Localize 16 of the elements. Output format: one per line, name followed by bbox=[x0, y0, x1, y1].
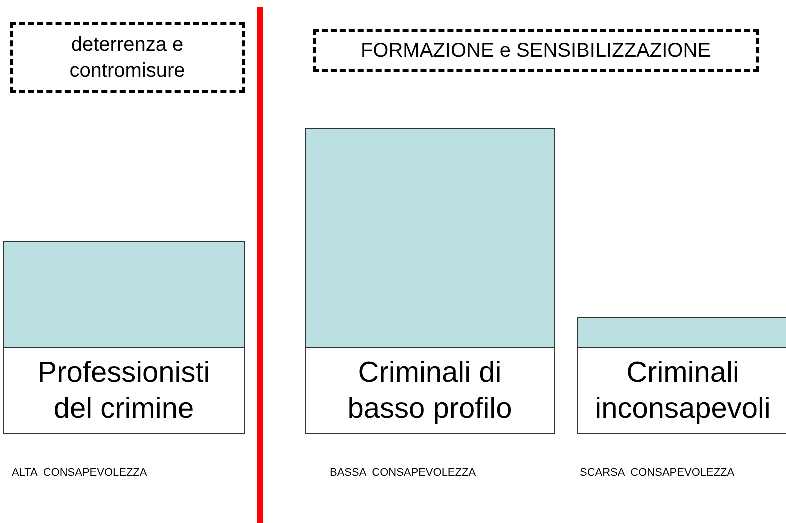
dashed-box bbox=[313, 29, 759, 72]
category-box bbox=[577, 347, 786, 434]
bar bbox=[305, 128, 555, 348]
category-text: Criminali di basso profilo bbox=[346, 356, 514, 426]
category-box bbox=[305, 347, 555, 434]
awareness-label: BASSA CONSAPEVOLEZZA bbox=[330, 466, 476, 480]
box-text: deterrenza e contromisure bbox=[68, 32, 186, 84]
bar bbox=[3, 241, 245, 348]
box-text: FORMAZIONE e SENSIBILIZZAZIONE bbox=[360, 38, 712, 64]
category-text: Professionisti del crimine bbox=[36, 356, 212, 426]
awareness-label: SCARSA CONSAPEVOLEZZA bbox=[580, 466, 735, 480]
category-text: Criminali inconsapevoli bbox=[595, 356, 771, 426]
dashed-box bbox=[10, 22, 245, 93]
bar bbox=[577, 317, 786, 348]
category-box bbox=[3, 347, 245, 434]
awareness-label: ALTA CONSAPEVOLEZZA bbox=[12, 466, 148, 480]
